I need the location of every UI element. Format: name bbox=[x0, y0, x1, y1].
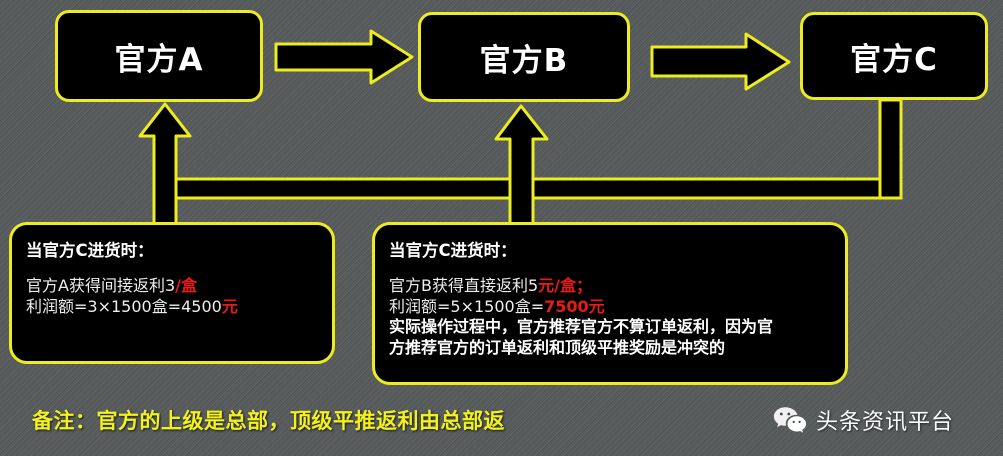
arrow-bus-to-a bbox=[138, 102, 192, 226]
info-line-highlight: 7500元 bbox=[544, 297, 605, 317]
arrow-bus-to-b bbox=[494, 104, 549, 230]
info-line-text: 利润额=3×1500盒=4500 bbox=[26, 297, 222, 317]
info-line-highlight: 元/盒 bbox=[538, 276, 577, 295]
node-official-b-label: 官方B bbox=[479, 42, 569, 79]
info-box-right-line-3: 实际操作过程中，官方推荐官方不算订单返利，因为官 bbox=[389, 317, 774, 337]
info-box-right-line-4: 方推荐官方的订单返利和顶级平推奖励是冲突的 bbox=[389, 337, 726, 357]
info-box-left-title: 当官方C进货时： bbox=[26, 241, 154, 260]
node-official-a[interactable]: 官方A bbox=[55, 10, 263, 102]
info-box-right-line-1: 官方B获得直接返利5元/盒； bbox=[389, 275, 831, 296]
wechat-watermark: 头条资讯平台 bbox=[773, 404, 954, 436]
info-box-left-line-1: 官方A获得间接返利3/盒 bbox=[26, 275, 318, 296]
info-line-highlight: /盒 bbox=[175, 276, 197, 295]
wechat-icon bbox=[773, 406, 807, 433]
node-official-c[interactable]: 官方C bbox=[800, 12, 988, 100]
info-box-left: 当官方C进货时： 官方A获得间接返利3/盒 利润额=3×1500盒=4500元 bbox=[9, 222, 335, 364]
drop-leg-from-c bbox=[878, 98, 903, 200]
node-official-a-label: 官方A bbox=[114, 41, 204, 78]
info-line-text: 官方B获得直接返利5 bbox=[389, 276, 539, 295]
arrow-a-to-b bbox=[274, 29, 414, 85]
wechat-watermark-text: 头条资讯平台 bbox=[816, 410, 955, 435]
info-line-highlight: 元 bbox=[221, 297, 238, 317]
info-box-right-title: 当官方C进货时： bbox=[389, 241, 517, 260]
footer-note: 备注：官方的上级是总部，顶级平推返利由总部返 bbox=[32, 409, 505, 433]
info-line-text: 官方A获得间接返利3 bbox=[26, 276, 176, 295]
info-line-text: 利润额=5×1500盒= bbox=[389, 297, 545, 317]
arrow-b-to-c bbox=[650, 32, 791, 91]
info-box-right: 当官方C进货时： 官方B获得直接返利5元/盒； 利润额=5×1500盒=7500… bbox=[372, 222, 848, 385]
node-official-c-label: 官方C bbox=[850, 41, 938, 78]
node-official-b[interactable]: 官方B bbox=[418, 12, 630, 102]
info-line-punctuation: ； bbox=[576, 276, 593, 295]
info-box-right-line-2: 利润额=5×1500盒=7500元 bbox=[389, 296, 831, 317]
bus-line-from-c bbox=[174, 177, 901, 200]
info-box-left-line-2: 利润额=3×1500盒=4500元 bbox=[26, 296, 318, 317]
